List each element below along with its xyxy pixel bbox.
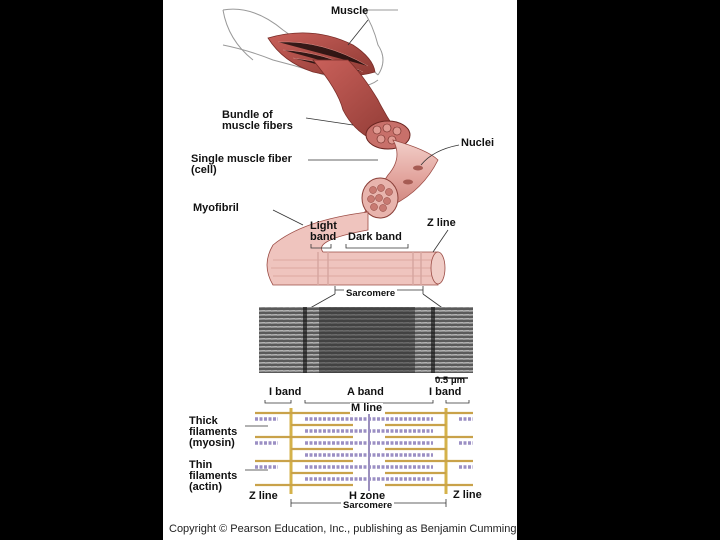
copyright-text: Copyright © Pearson Education, Inc., pub… (169, 523, 517, 535)
sarcomere-diagram (255, 408, 473, 494)
label-single-fiber-line2: (cell) (191, 164, 217, 176)
label-dark-band: Dark band (348, 231, 402, 243)
label-h-zone: H zone (348, 490, 387, 502)
label-thick-line1: Thick (189, 415, 218, 427)
label-thick-line3: (myosin) (189, 437, 235, 449)
label-z-line-top: Z line (427, 217, 456, 229)
label-thin-line3: (actin) (189, 481, 222, 493)
label-thin-line1: Thin (189, 459, 213, 471)
label-nuclei: Nuclei (461, 137, 495, 149)
label-single-fiber-line1: Single muscle fiber (191, 153, 292, 165)
label-myofibril: Myofibril (193, 202, 239, 214)
label-m-line: M line (350, 402, 384, 414)
leader-lines (272, 19, 460, 313)
nucleus (413, 165, 423, 171)
nucleus (403, 179, 413, 185)
muscle-structure-diagram (222, 8, 473, 507)
label-sarcomere-bottom: Sarcomere (341, 500, 395, 511)
label-thick-line2: filaments (189, 426, 238, 438)
label-light-band-line1: Light (310, 220, 337, 232)
myofibril (266, 211, 439, 286)
label-scale: 0.5 μm (435, 375, 466, 386)
label-thin-line2: filaments (189, 470, 238, 482)
label-bundle-line1: Bundle of (222, 109, 273, 121)
label-i-band-right: I band (429, 386, 462, 398)
label-z-line-right: Z line (453, 489, 482, 501)
label-muscle: Muscle (331, 5, 369, 17)
label-a-band: A band (347, 386, 384, 398)
slide: Muscle Bundle of muscle fibers Nuclei Si… (163, 0, 517, 540)
label-z-line-left: Z line (249, 490, 278, 502)
label-light-band-line2: band (310, 231, 337, 243)
label-i-band-left: I band (269, 386, 302, 398)
label-sarcomere-top: Sarcomere (344, 288, 398, 299)
fiber-cross-section (367, 184, 393, 212)
label-bundle-line2: muscle fibers (222, 120, 293, 132)
band-stripes (317, 252, 422, 285)
